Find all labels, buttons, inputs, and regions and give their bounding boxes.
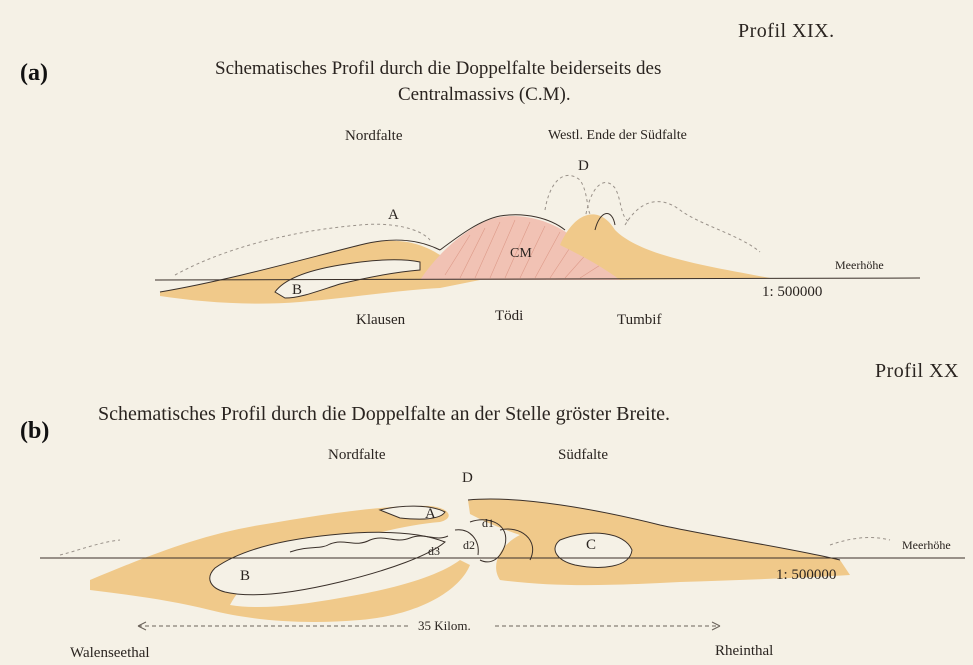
place-tumbif: Tumbif [617, 312, 661, 329]
scale-label-b: 1: 500000 [776, 567, 836, 584]
fold-label-d-top: D [578, 158, 589, 175]
plate-number-b: Profil XX [875, 360, 959, 383]
place-rheinthal: Rheinthal [715, 643, 773, 660]
suedfalte-label-b: Südfalte [558, 447, 608, 464]
profile-title-a-line1: Schematisches Profil durch die Doppelfal… [215, 58, 661, 80]
fold-label-a-bottom: A [425, 506, 436, 523]
fold-label-b-bottom: B [240, 568, 250, 585]
place-walenseethal: Walenseethal [70, 645, 150, 662]
sea-level-label-b: Meerhöhe [902, 538, 951, 553]
place-klausen: Klausen [356, 312, 405, 329]
sea-level-label-a: Meerhöhe [835, 258, 884, 273]
plate-number-a: Profil XIX. [738, 20, 835, 43]
fold-label-d3: d3 [428, 544, 440, 559]
fold-label-d2: d2 [463, 538, 475, 553]
distance-label: 35 Kilom. [418, 618, 471, 634]
scale-label-a: 1: 500000 [762, 284, 822, 301]
profile-xx-diagram [0, 470, 973, 640]
panel-a-label: (a) [20, 60, 48, 87]
profile-title-a-line2: Centralmassivs (C.M). [398, 84, 571, 106]
fold-label-d-bottom: D [462, 470, 473, 487]
profile-title-b: Schematisches Profil durch die Doppelfal… [98, 403, 670, 426]
fold-label-d1: d1 [482, 516, 494, 531]
panel-b-label: (b) [20, 418, 49, 445]
fold-label-a-top: A [388, 207, 399, 224]
fold-label-c: C [586, 537, 596, 554]
place-toedi: Tödi [495, 308, 523, 325]
central-massif-label: CM [510, 246, 532, 262]
fold-label-b-top: B [292, 282, 302, 299]
nordfalte-label-b: Nordfalte [328, 447, 385, 464]
profile-xix-diagram [0, 140, 973, 360]
